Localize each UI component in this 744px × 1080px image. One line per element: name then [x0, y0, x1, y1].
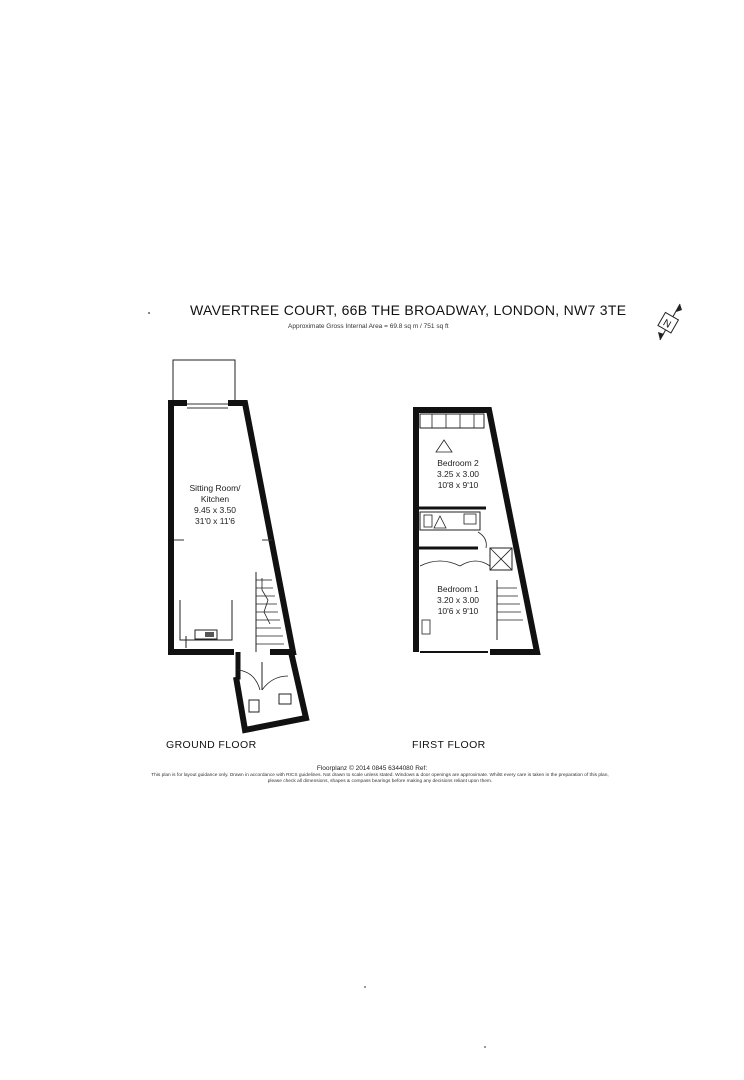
- floorplan-credit: Floorplanz © 2014 0845 6344080 Ref:: [316, 765, 428, 772]
- room-label-sitting-room-kitchen: Sitting Room/ Kitchen 9.45 x 3.50 31'0 x…: [186, 483, 244, 527]
- room-dimensions-metric: 3.25 x 3.00: [436, 469, 480, 479]
- disclaimer-text: This plan is for layout guidance only. D…: [151, 773, 609, 784]
- room-label-bedroom-2: Bedroom 2 3.25 x 3.00 10'8 x 9'10: [426, 458, 490, 491]
- room-dimensions-imperial: 10'8 x 9'10: [437, 480, 479, 490]
- scan-mark: [484, 1046, 486, 1048]
- room-name: Bedroom 2: [437, 458, 479, 468]
- page-title: WAVERTREE COURT, 66B THE BROADWAY, LONDO…: [190, 302, 627, 318]
- scan-mark: [364, 986, 366, 988]
- room-dimensions-metric: 9.45 x 3.50: [193, 505, 237, 515]
- ground-floor-plan: [168, 359, 310, 734]
- ground-floor-label: GROUND FLOOR: [166, 739, 257, 751]
- north-compass-icon: N: [657, 303, 682, 341]
- first-floor-label: FIRST FLOOR: [412, 739, 486, 751]
- room-name-line1: Sitting Room/: [189, 483, 241, 493]
- room-dimensions-imperial: 10'6 x 9'10: [437, 606, 479, 616]
- room-label-bedroom-1: Bedroom 1 3.20 x 3.00 10'6 x 9'10: [426, 584, 490, 617]
- first-floor-plan: [413, 407, 541, 655]
- room-name-line2: Kitchen: [200, 494, 230, 504]
- room-name: Bedroom 1: [437, 584, 479, 594]
- gross-internal-area: Approximate Gross Internal Area = 69.8 s…: [288, 323, 449, 330]
- room-dimensions-metric: 3.20 x 3.00: [436, 595, 480, 605]
- room-dimensions-imperial: 31'0 x 11'6: [195, 516, 235, 526]
- svg-text:N: N: [661, 318, 673, 331]
